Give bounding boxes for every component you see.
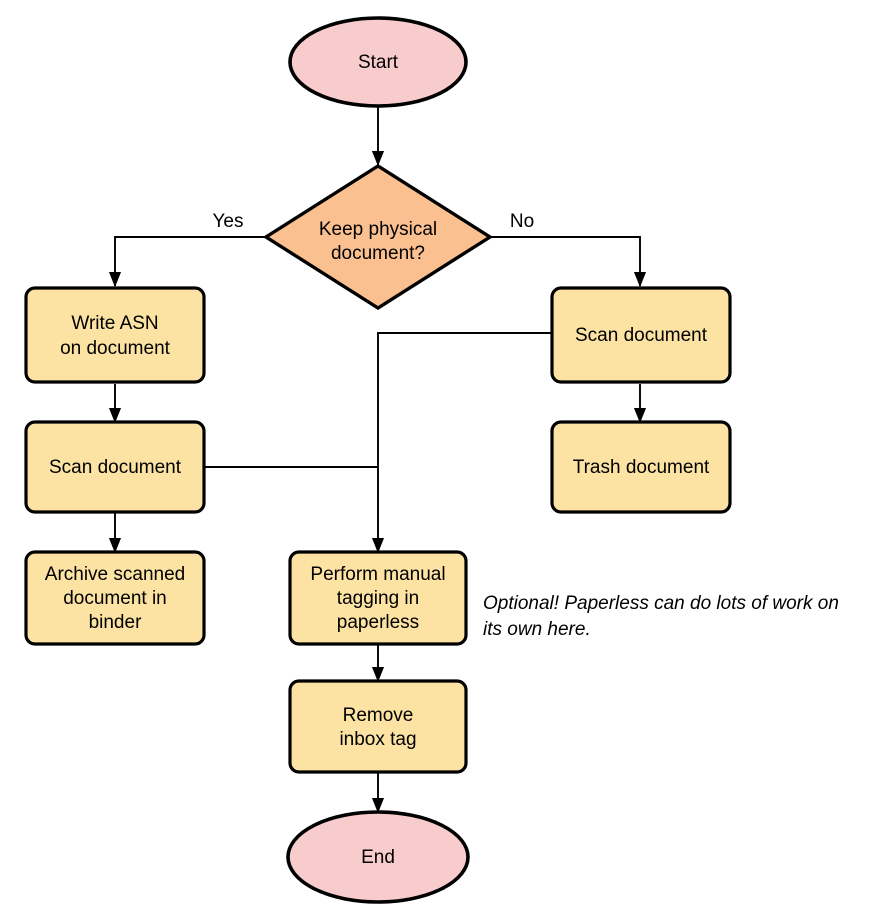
manual-tagging-box xyxy=(288,550,468,646)
node-scan-document-left[interactable]: Scan document xyxy=(24,420,206,514)
node-decision-keep-physical-document[interactable]: Keep physical document? xyxy=(262,163,494,311)
manual-tagging-label-line2: tagging in xyxy=(337,588,419,609)
trash-box xyxy=(550,420,732,514)
node-scan-document-right[interactable]: Scan document xyxy=(550,286,732,384)
connector-decision-no-to-scan-right xyxy=(490,236,647,288)
manual-tagging-label-line1: Perform manual xyxy=(310,564,445,585)
optional-note-line1: Optional! Paperless can do lots of work … xyxy=(483,593,839,614)
remove-inbox-label-line1: Remove xyxy=(343,705,414,726)
start-label: Start xyxy=(358,52,399,73)
node-remove-inbox-tag[interactable]: Remove inbox tag xyxy=(288,679,468,774)
decision-label-line1: Keep physical xyxy=(319,219,437,240)
optional-note-line2: its own here. xyxy=(483,619,591,640)
trash-label: Trash document xyxy=(573,457,710,478)
node-write-asn[interactable]: Write ASN on document xyxy=(24,286,206,384)
decision-diamond xyxy=(262,163,494,311)
annotation-optional-note: Optional! Paperless can do lots of work … xyxy=(483,593,839,640)
archive-label-line3: binder xyxy=(89,612,142,633)
end-label: End xyxy=(361,847,395,868)
write-asn-box xyxy=(24,286,206,384)
start-ellipse xyxy=(288,16,468,108)
archive-label-line1: Archive scanned xyxy=(45,564,185,585)
remove-inbox-box xyxy=(288,679,468,774)
write-asn-label-line1: Write ASN xyxy=(71,313,158,334)
scan-right-box xyxy=(550,286,732,384)
decision-label-line2: document? xyxy=(331,243,425,264)
manual-tagging-label-line3: paperless xyxy=(337,612,419,633)
scan-right-label: Scan document xyxy=(575,325,708,346)
connector-scan-right-to-manual-tagging xyxy=(371,332,552,554)
node-start[interactable]: Start xyxy=(288,16,468,108)
connector-decision-yes-to-write-asn xyxy=(108,236,266,288)
edge-label-no: No xyxy=(510,211,534,232)
end-ellipse xyxy=(286,810,470,904)
remove-inbox-label-line2: inbox tag xyxy=(339,729,416,750)
edge-label-yes: Yes xyxy=(213,211,244,232)
write-asn-label-line2: on document xyxy=(60,338,171,359)
archive-label-line2: document in xyxy=(63,588,167,609)
node-trash-document[interactable]: Trash document xyxy=(550,420,732,514)
scan-left-label: Scan document xyxy=(49,457,182,478)
node-archive-scanned-document[interactable]: Archive scanned document in binder xyxy=(24,550,206,646)
node-perform-manual-tagging[interactable]: Perform manual tagging in paperless xyxy=(288,550,468,646)
node-end[interactable]: End xyxy=(286,810,470,904)
scan-left-box xyxy=(24,420,206,514)
archive-box xyxy=(24,550,206,646)
